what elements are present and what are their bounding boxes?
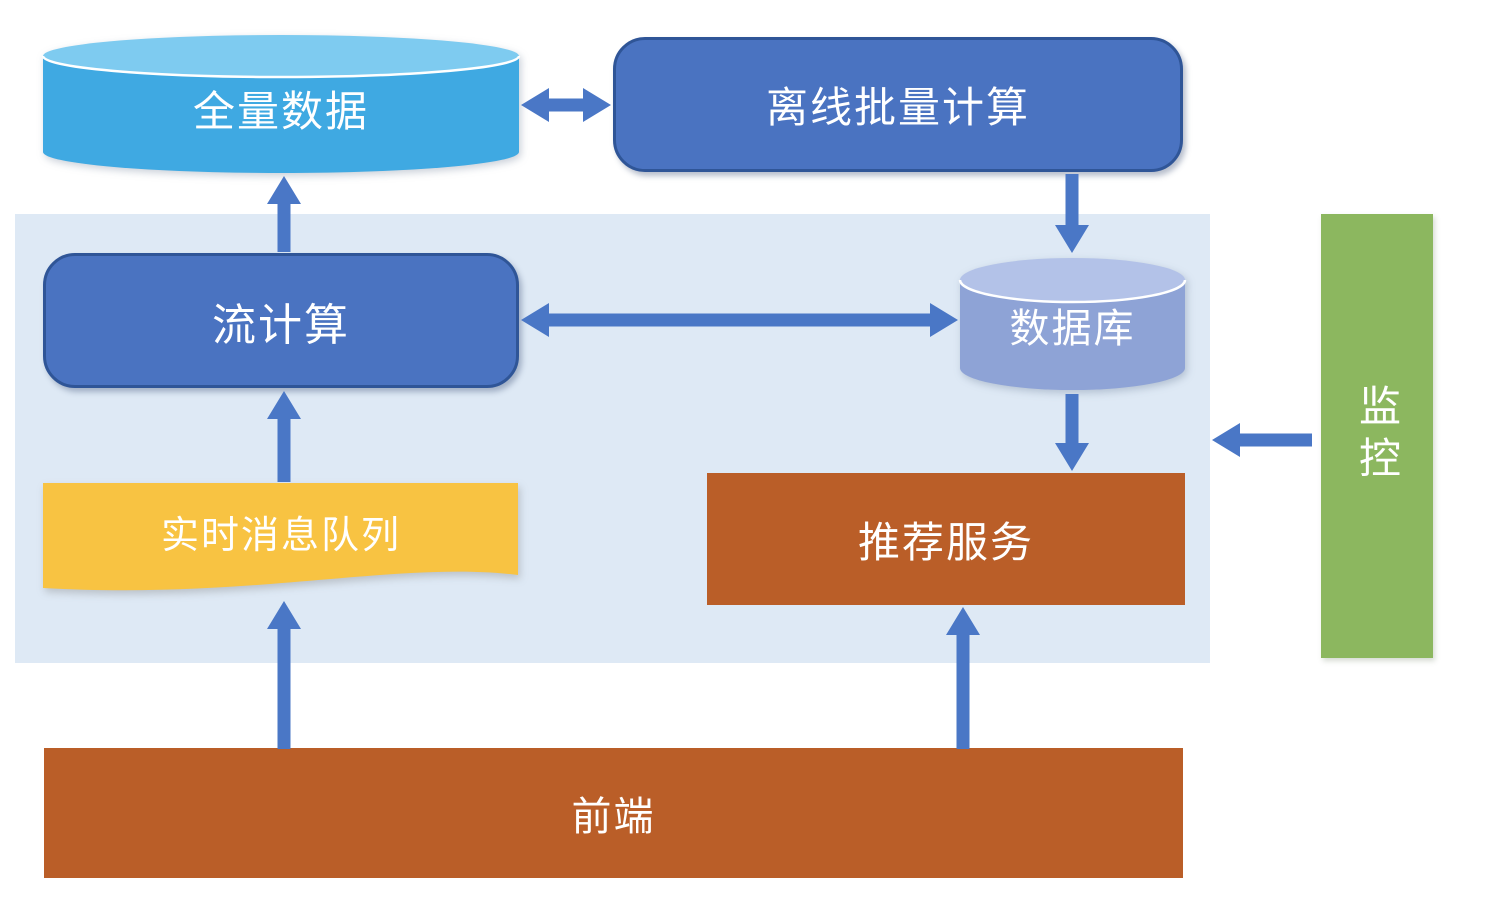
node-recommend-service [707,473,1185,605]
node-monitor [1321,214,1433,658]
arrow-fulldata-offline-bidirectional [521,88,611,122]
node-stream-compute [43,253,519,388]
node-monitor-label: 监控 [1353,384,1401,488]
node-frontend [44,748,1183,878]
node-frontend-label: 前端 [571,795,656,839]
arrow-monitor-to-zone [1212,423,1312,457]
node-offline-batch [613,37,1183,172]
node-stream-compute-label: 流计算 [212,300,350,350]
node-offline-batch-label: 离线批量计算 [765,84,1030,131]
node-realtime-queue-label: 实时消息队列 [160,514,401,557]
node-recommend-service-label: 推荐服务 [857,518,1034,566]
node-database-label: 数据库 [1009,307,1136,351]
node-full-data-label: 全量数据 [192,88,369,135]
